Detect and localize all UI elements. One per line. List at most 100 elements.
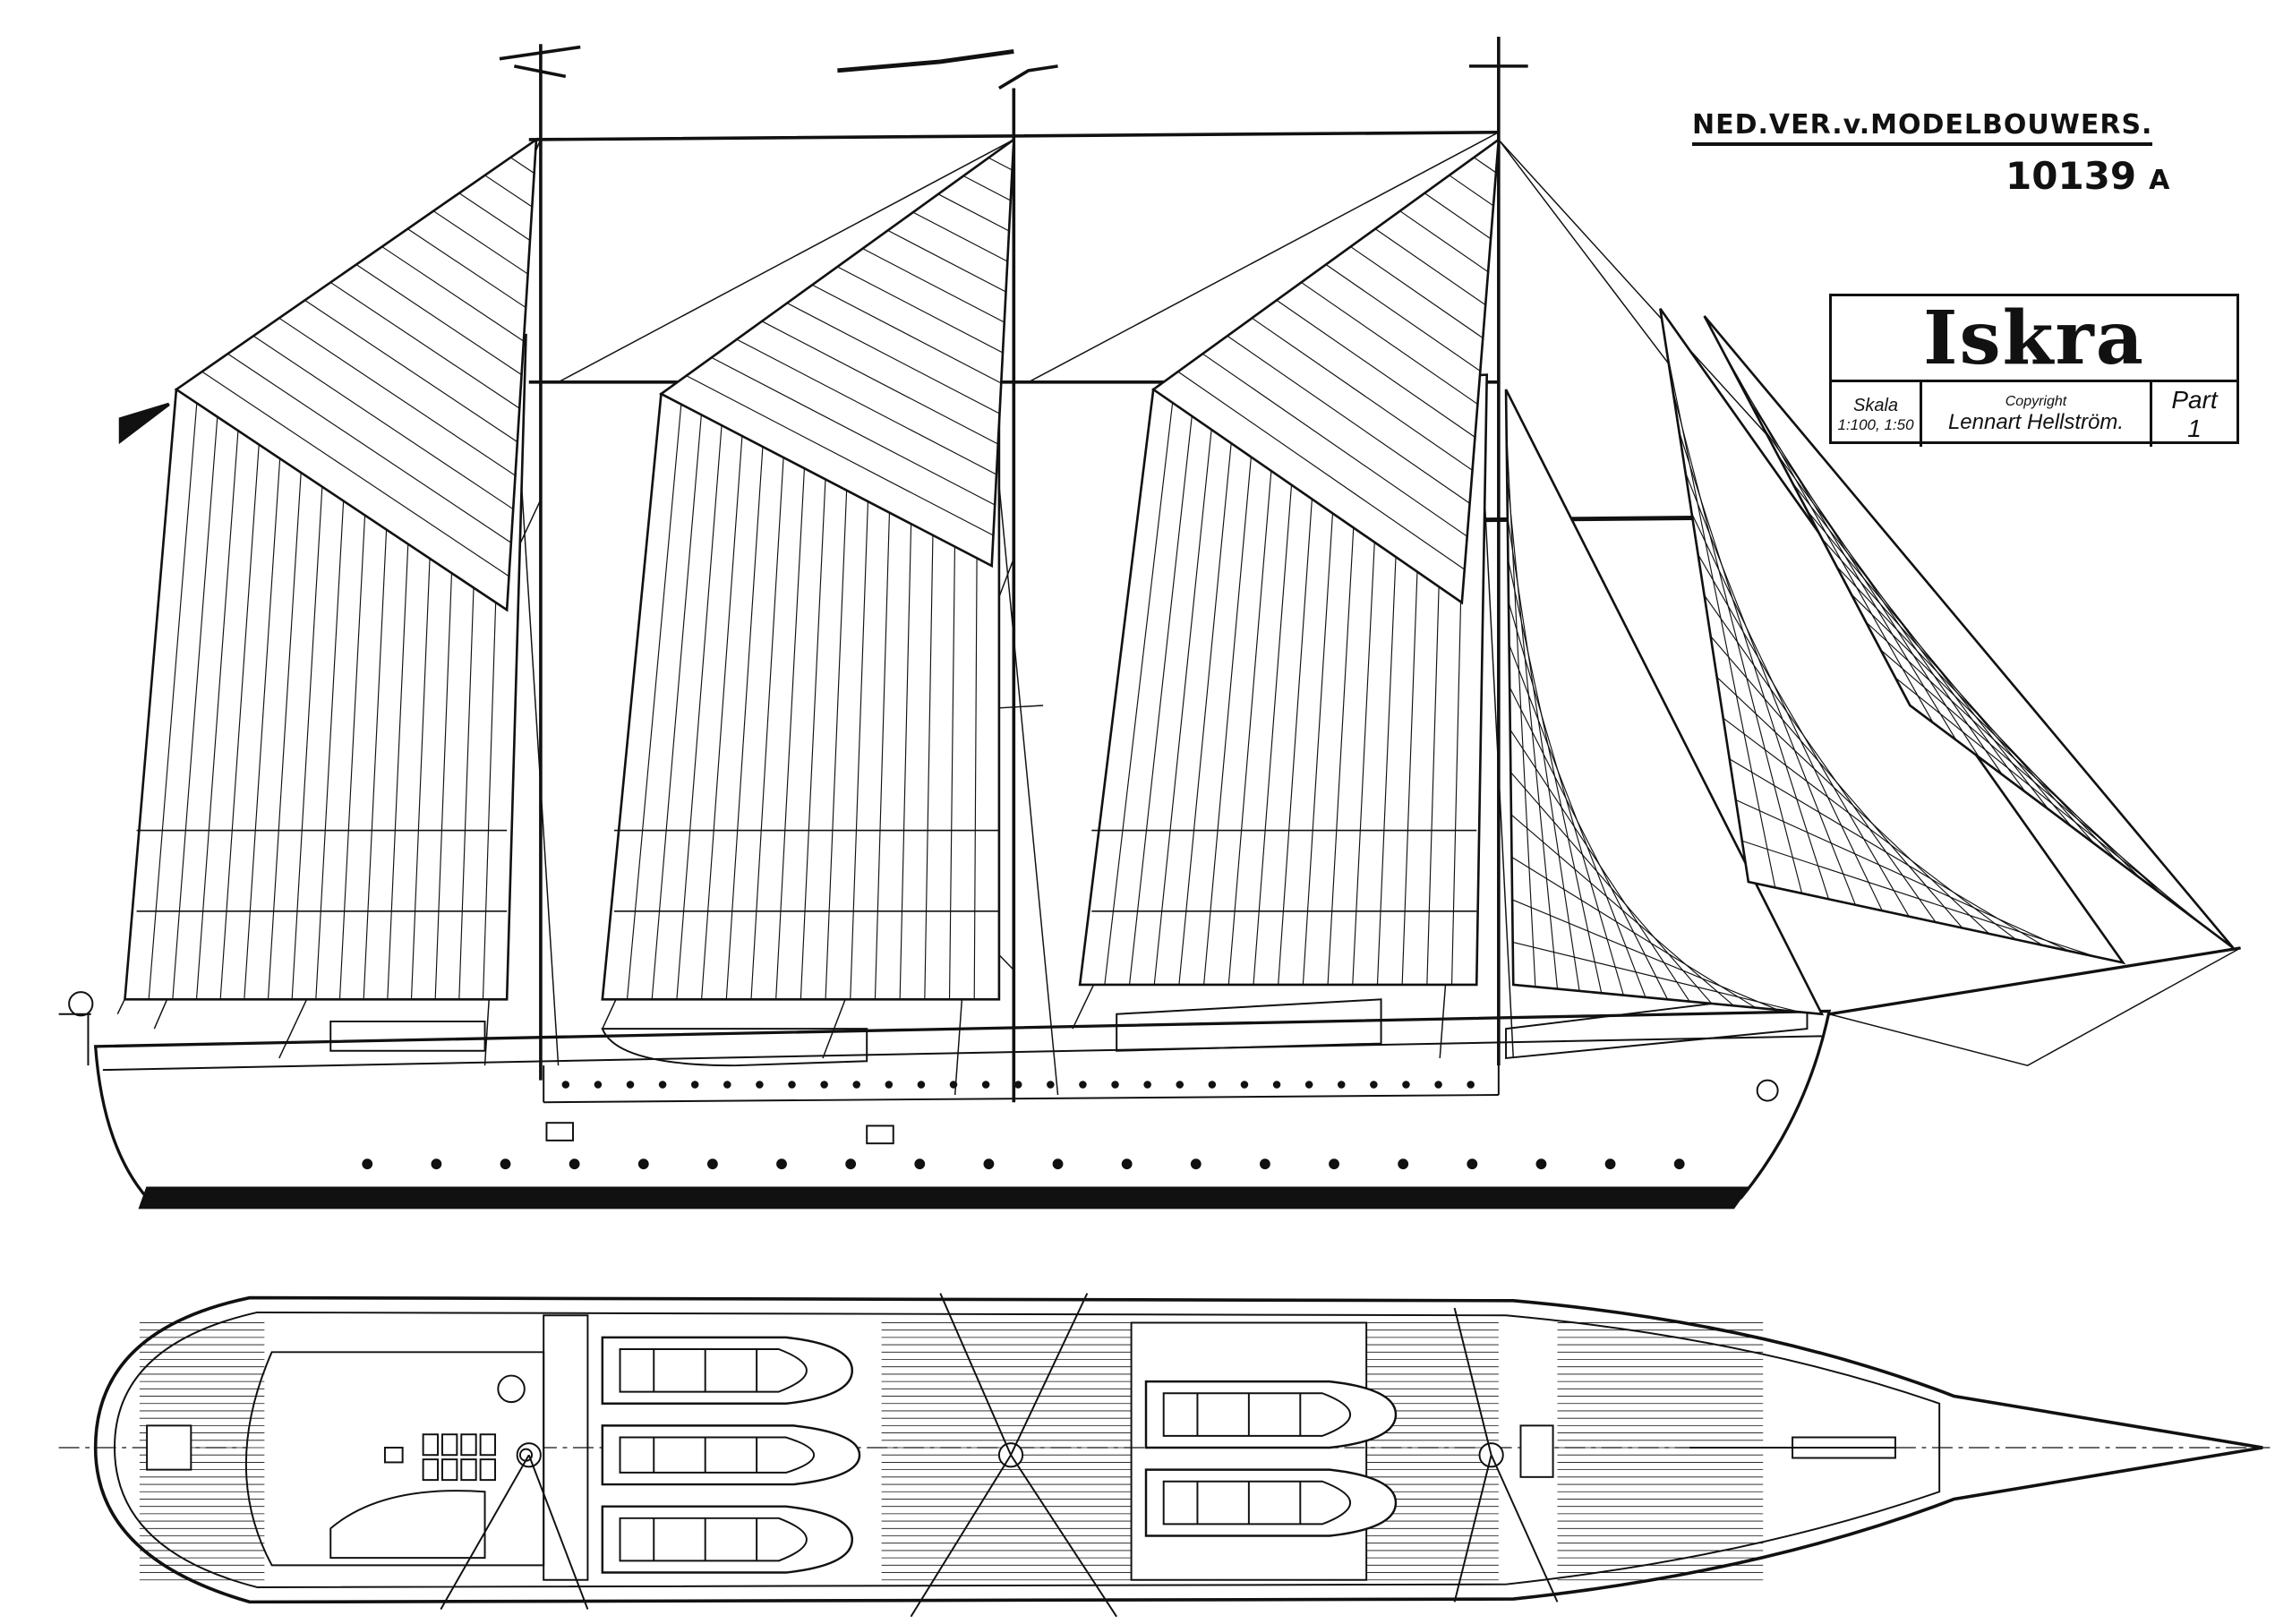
lifeboat-inner <box>619 1436 815 1474</box>
gaff-topsail-1-seam <box>227 353 512 543</box>
scale-value: 1:100, 1:50 <box>1837 415 1914 433</box>
gaff-topsail-1-seam <box>278 317 516 476</box>
part-cell: Part 1 <box>2152 382 2236 447</box>
deck-scupper <box>756 1081 764 1089</box>
lifeboat-inner <box>619 1348 808 1393</box>
gaff-sail-1-seam <box>244 372 286 1000</box>
deck-scupper <box>917 1081 926 1089</box>
gaff-sail-2-seam <box>676 389 725 1000</box>
gaff-topsail-3-seam <box>1301 281 1478 405</box>
sails <box>124 137 2235 1016</box>
deck-scupper <box>788 1081 796 1089</box>
gaff-sail-2-seam <box>800 380 831 1000</box>
gaff-topsail-3-seam <box>1252 317 1473 471</box>
lifeboat <box>1144 1468 1398 1537</box>
jib-1-seam <box>1511 899 1778 1011</box>
jib-3-seam <box>1807 510 2073 827</box>
gaff-topsail-1-seam <box>329 281 520 409</box>
deck-plan <box>58 1295 2271 1604</box>
deck-scupper <box>1337 1081 1346 1089</box>
deck-scupper <box>1047 1081 1055 1089</box>
skylight-pane <box>422 1433 440 1457</box>
porthole <box>362 1158 373 1170</box>
jib-3-seam <box>1851 594 2142 879</box>
porthole <box>845 1158 857 1170</box>
deck-scupper <box>1240 1081 1249 1089</box>
deck-scupper <box>1467 1081 1475 1089</box>
gaff-sail-3-seam <box>1128 387 1196 985</box>
porthole <box>1604 1158 1616 1170</box>
jib-2-seam <box>1723 717 2017 940</box>
jib-2-seam <box>1735 799 2070 952</box>
gaff-sail-2-seam <box>750 383 789 1000</box>
gaff-topsail-3-seam <box>1350 246 1484 339</box>
organization-header: NED.VER.v.MODELBOUWERS. <box>1692 109 2153 146</box>
title-block: Iskra Skala 1:100, 1:50 Copyright Lennar… <box>1829 294 2239 447</box>
deck-scupper <box>723 1081 731 1089</box>
gaff-sail-3-seam <box>1178 385 1237 985</box>
porthole <box>1052 1158 1064 1170</box>
porthole <box>1329 1158 1339 1170</box>
skylight-pane <box>479 1433 497 1457</box>
gaff-topsail-1-seam <box>509 157 535 174</box>
gaff-topsail-2-seam <box>912 211 1008 262</box>
gaff-topsail-1-seam <box>432 210 528 275</box>
jib-2-seam <box>1716 676 1990 935</box>
deck-scupper <box>1111 1081 1119 1089</box>
lifeboat-inner <box>1162 1480 1351 1526</box>
deck-scupper <box>1176 1081 1184 1089</box>
part-label: Part <box>2171 386 2218 414</box>
deck-scupper <box>885 1081 894 1089</box>
part-number: 1 <box>2187 415 2202 442</box>
gaff-sail-3-seam <box>1227 383 1279 985</box>
gaff-topsail-3-seam <box>1374 228 1486 306</box>
copyright-label: Copyright <box>2005 394 2067 409</box>
deck-scupper <box>1304 1081 1313 1089</box>
skylight-pane <box>479 1458 497 1482</box>
scale-label: Skala <box>1852 395 1899 415</box>
lifeboat <box>601 1336 854 1405</box>
porthole <box>776 1158 787 1170</box>
porthole <box>500 1158 511 1170</box>
gaff-topsail-3-seam <box>1399 210 1489 273</box>
porthole <box>1260 1158 1270 1170</box>
gaff-topsail-2-seam <box>786 303 1000 415</box>
gaff-topsail-3-seam <box>1177 371 1466 570</box>
porthole <box>1673 1158 1685 1170</box>
jib-2-seam <box>1710 636 1963 928</box>
lifeboat <box>601 1424 861 1486</box>
gaff-topsail-2-seam <box>937 193 1010 232</box>
deck-scupper <box>1402 1081 1410 1089</box>
jib-1-seam <box>1509 729 1690 1002</box>
deck-scupper <box>1272 1081 1281 1089</box>
deck-scupper <box>1143 1081 1151 1089</box>
jib-2-seam <box>1741 840 2097 958</box>
gaff-topsail-3-seam <box>1276 299 1475 438</box>
skylight-pane <box>460 1458 477 1482</box>
gaff-topsail-2-seam <box>711 356 996 506</box>
porthole <box>1190 1158 1202 1170</box>
gaff-topsail-2-seam <box>736 338 997 475</box>
porthole <box>914 1158 926 1170</box>
gaff-sail-3-seam <box>1104 388 1176 985</box>
gaff-topsail-2-seam <box>962 175 1012 201</box>
lifeboat <box>601 1505 854 1574</box>
gaff-topsail-1-seam <box>304 299 518 443</box>
gaff-sail-2-seam <box>725 385 767 1000</box>
deck-scupper <box>626 1081 635 1089</box>
jib-1-seam <box>1509 687 1669 1000</box>
deck-scupper <box>1208 1081 1217 1089</box>
gaff-topsail-1-seam <box>355 264 522 376</box>
masts <box>118 37 1757 1103</box>
gaff-topsail-2-seam <box>862 248 1005 323</box>
gaff-sail-3-seam <box>1153 386 1217 985</box>
drawing-number-value: 10139 <box>2006 154 2137 198</box>
deck-scupper <box>1013 1081 1022 1089</box>
porthole <box>1467 1158 1478 1170</box>
gaff-topsail-1-seam <box>407 228 526 309</box>
porthole <box>1535 1158 1547 1170</box>
porthole <box>983 1158 995 1170</box>
deck-scupper <box>690 1081 699 1089</box>
author-name: Lennart Hellström. <box>1947 410 2125 434</box>
gaff-topsail-1-seam <box>458 192 531 242</box>
